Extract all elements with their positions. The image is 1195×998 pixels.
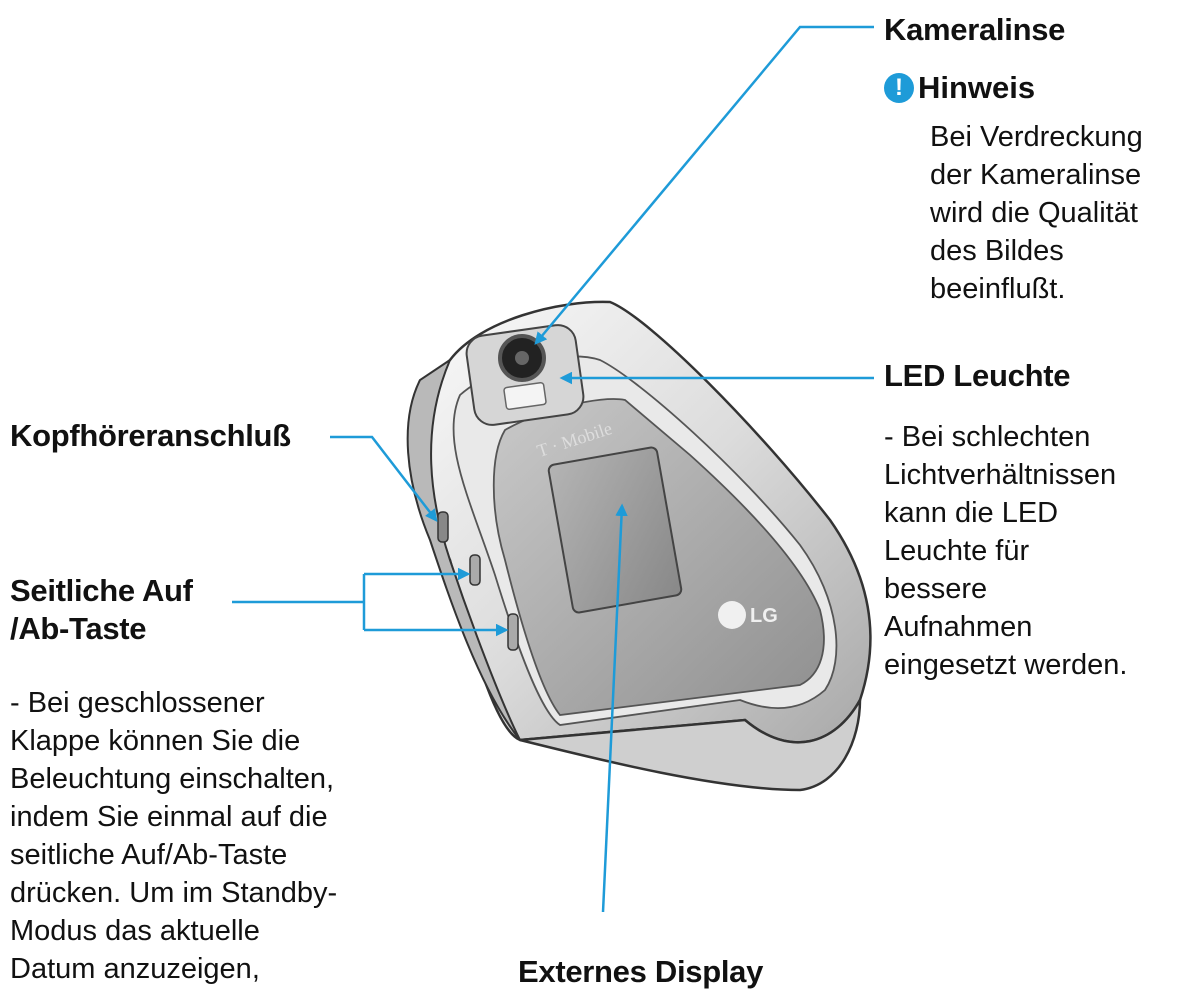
- lg-logo-mark: [718, 601, 746, 629]
- side-down-key: [507, 613, 519, 651]
- label-led-leuchte: LED Leuchte: [884, 358, 1071, 393]
- camera-module: [465, 324, 585, 426]
- hinweis-heading: ! Hinweis: [884, 70, 1036, 105]
- external-display-screen: [547, 446, 683, 614]
- side-up-key: [469, 554, 481, 586]
- led-description: - Bei schlechten Lichtverhältnissen kann…: [884, 421, 1128, 681]
- label-kopfhoereranschluss: Kopfhöreranschluß: [10, 418, 291, 453]
- pointer-externes-display: [601, 503, 628, 913]
- brand-logo: LG: [750, 605, 778, 627]
- led-light: [503, 381, 547, 411]
- label-externes-display: Externes Display: [518, 954, 764, 989]
- headphone-jack: [437, 511, 449, 543]
- hinweis-text: Bei Verdreckung der Kameralinse wird die…: [930, 121, 1143, 305]
- pointer-kopfhoerer: [330, 435, 438, 522]
- phone-bottom-edge: [519, 695, 862, 792]
- hinweis-title: Hinweis: [918, 70, 1036, 105]
- phone-illustration: T · Mobile LG: [406, 300, 872, 792]
- pointer-kameralinse: [534, 25, 874, 345]
- label-seitliche-taste: Seitliche Auf /Ab-Taste: [10, 573, 193, 646]
- info-icon: !: [884, 73, 914, 103]
- pointer-lines: [232, 25, 874, 913]
- label-kameralinse: Kameralinse: [884, 12, 1066, 47]
- seitliche-taste-description: - Bei geschlossener Klappe können Sie di…: [10, 687, 338, 985]
